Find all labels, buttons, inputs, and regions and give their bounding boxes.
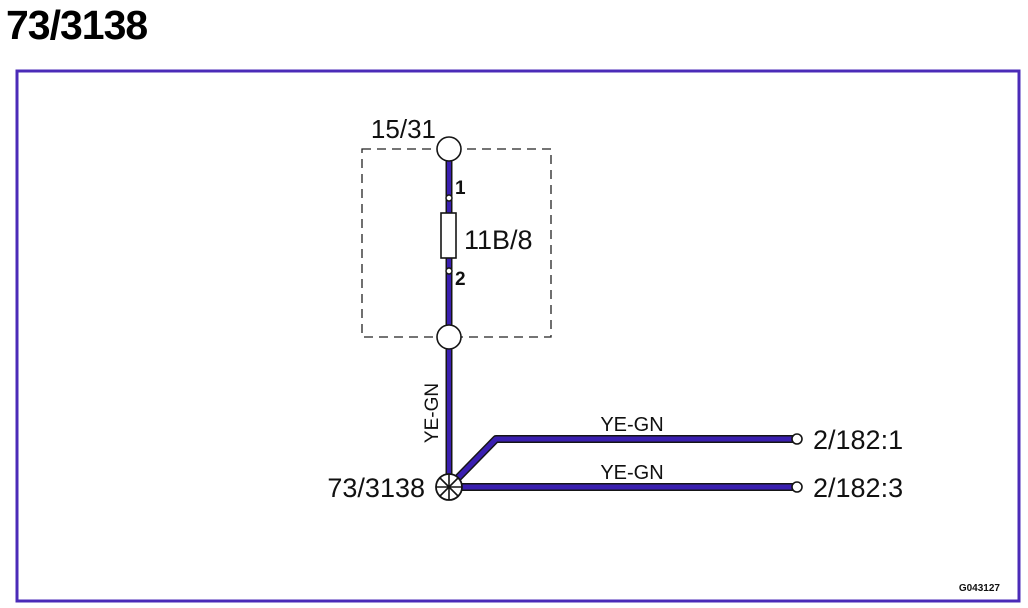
- terminal-2-182-3: [791, 481, 803, 493]
- terminal-15-31: [436, 136, 462, 162]
- fuse-pin-2-dot: [445, 267, 453, 275]
- diagram-frame: [15, 69, 1021, 603]
- label-wire-vertical: YE-GN: [422, 383, 443, 443]
- label-wire-upper: YE-GN: [600, 414, 663, 436]
- page-title: 73/3138: [6, 2, 148, 48]
- label-fuse-pin-1: 1: [455, 178, 466, 199]
- wire-upper: [446, 435, 797, 490]
- label-fuse: 11B/8: [464, 225, 533, 255]
- label-out-1: 2/182:1: [813, 425, 903, 455]
- fuse-symbol: [440, 212, 457, 259]
- terminal-2-182-1: [791, 433, 803, 445]
- label-fuse-pin-2: 2: [455, 269, 466, 290]
- fuse-pin-1-dot: [445, 194, 453, 202]
- splice-symbol: [435, 473, 463, 501]
- terminal-fuse-box-out: [436, 324, 462, 350]
- label-splice: 73/3138: [327, 473, 425, 503]
- label-15-31: 15/31: [371, 114, 436, 144]
- label-wire-lower: YE-GN: [600, 462, 663, 484]
- figure-code: G043127: [959, 583, 1001, 594]
- label-out-2: 2/182:3: [813, 473, 903, 503]
